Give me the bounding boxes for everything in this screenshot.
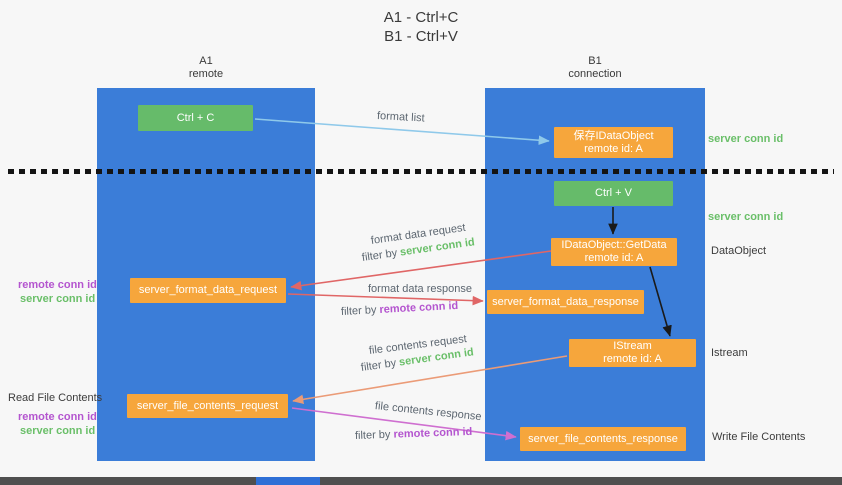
file-contents-response-label: file contents response bbox=[374, 400, 483, 424]
save-dataobject-box: 保存IDataObject remote id: A bbox=[554, 127, 673, 158]
filter-by-text-4: filter by bbox=[354, 428, 394, 442]
filter-by-text-3: filter by bbox=[360, 356, 400, 374]
lane-a1-name: A1 bbox=[199, 55, 213, 67]
server-conn-id-left-1: server conn id bbox=[20, 293, 96, 305]
format-response-box: server_format_data_response bbox=[487, 290, 644, 314]
title-line-1: A1 - Ctrl+C bbox=[383, 9, 459, 26]
title-line-2: B1 - Ctrl+V bbox=[384, 28, 458, 45]
filter-by-text-1: filter by bbox=[361, 246, 401, 264]
istream-box: IStream remote id: A bbox=[569, 339, 696, 367]
getdata-line1: IDataObject::GetData bbox=[561, 239, 667, 251]
lane-b1-name: B1 bbox=[588, 55, 602, 67]
ctrl-c-box: Ctrl + C bbox=[138, 105, 253, 131]
ctrl-v-box: Ctrl + V bbox=[554, 181, 673, 206]
dataobject-label: DataObject bbox=[711, 245, 767, 257]
istream-line2: remote id: A bbox=[603, 353, 662, 365]
format-request-label: server_format_data_request bbox=[138, 284, 278, 296]
lane-header-a1: A1 remote bbox=[97, 55, 315, 81]
filter-by-text-2: filter by bbox=[340, 303, 380, 318]
format-list-label: format list bbox=[376, 110, 425, 125]
read-file-contents-label: Read File Contents bbox=[8, 392, 103, 404]
save-dataobject-line2: remote id: A bbox=[584, 142, 643, 155]
lane-b1-subtitle: connection bbox=[568, 68, 622, 80]
lane-a1-subtitle: remote bbox=[188, 68, 224, 80]
remote-conn-id-left-1: remote conn id bbox=[18, 279, 97, 291]
file-request-label: server_file_contents_request bbox=[136, 399, 279, 412]
save-dataobject-line1: 保存IDataObject bbox=[573, 129, 654, 142]
format-data-response-label: format data response bbox=[368, 283, 472, 295]
session-divider bbox=[8, 169, 834, 174]
server-conn-id-mid-label: server conn id bbox=[708, 211, 784, 223]
file-request-box: server_file_contents_request bbox=[127, 394, 288, 418]
format-request-box: server_format_data_request bbox=[130, 278, 286, 303]
remote-conn-id-left-2: remote conn id bbox=[18, 411, 97, 423]
istream-side-label: Istream bbox=[711, 347, 748, 359]
remote-conn-id-inline-1: remote conn id bbox=[379, 299, 459, 316]
getdata-box: IDataObject::GetData remote id: A bbox=[551, 238, 677, 266]
write-file-contents-label: Write File Contents bbox=[712, 431, 806, 443]
file-response-label: server_file_contents_response bbox=[528, 432, 678, 445]
ctrl-c-label: Ctrl + C bbox=[176, 111, 215, 124]
file-response-box: server_file_contents_response bbox=[520, 427, 686, 451]
server-conn-id-left-2: server conn id bbox=[20, 425, 96, 437]
ctrl-v-label: Ctrl + V bbox=[595, 187, 632, 199]
filter-by-remote-conn-id-1: filter by remote conn id bbox=[341, 300, 459, 318]
format-response-label: server_format_data_response bbox=[492, 295, 639, 308]
istream-line1: IStream bbox=[613, 340, 652, 352]
taskbar-button-sliver[interactable] bbox=[256, 477, 320, 485]
server-conn-id-top-label: server conn id bbox=[708, 133, 784, 145]
taskbar-edge bbox=[0, 477, 842, 485]
filter-by-remote-conn-id-2: filter by remote conn id bbox=[355, 426, 473, 442]
remote-conn-id-inline-2: remote conn id bbox=[393, 425, 473, 441]
diagram-title: A1 - Ctrl+C B1 - Ctrl+V bbox=[0, 8, 842, 46]
lane-header-b1: B1 connection bbox=[485, 55, 705, 81]
getdata-line2: remote id: A bbox=[584, 252, 644, 264]
